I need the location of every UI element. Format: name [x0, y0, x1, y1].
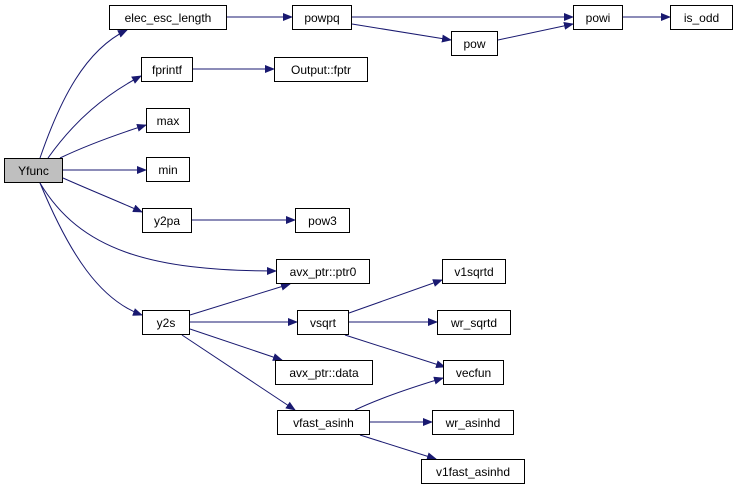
edge-y2s-to-avx-ptr-ptr0 [189, 282, 291, 316]
node-fprintf[interactable]: fprintf [141, 57, 193, 82]
edge-pow-to-powi [497, 21, 574, 41]
node-is-odd[interactable]: is_odd [670, 5, 733, 30]
edge-powpq-to-pow [351, 23, 452, 43]
node-wr-sqrtd[interactable]: wr_sqrtd [437, 310, 511, 335]
edge-y2s-to-vfast-asinh [181, 334, 296, 411]
edge-y2s-to-avx-ptr-data [189, 328, 283, 361]
edge-yfunc-to-avx-ptr-ptr0 [39, 182, 277, 275]
edge-vfast-asinh-to-v1fast-asinhd [359, 434, 437, 461]
edge-vfast-asinh-to-vecfun [354, 376, 444, 411]
edge-vsqrt-to-vecfun [344, 334, 446, 369]
edge-yfunc-to-y2s [39, 182, 143, 316]
node-pow[interactable]: pow [451, 31, 498, 56]
node-v1fast-asinhd[interactable]: v1fast_asinhd [421, 459, 525, 484]
edge-yfunc-to-fprintf [47, 75, 142, 159]
node-vecfun[interactable]: vecfun [443, 360, 504, 385]
node-elec-esc-length[interactable]: elec_esc_length [109, 5, 227, 30]
node-y2s[interactable]: y2s [142, 310, 190, 335]
node-output-fptr[interactable]: Output::fptr [274, 57, 368, 82]
node-v1sqrtd[interactable]: v1sqrtd [442, 259, 506, 284]
edge-yfunc-to-elec-esc-length [39, 29, 128, 159]
node-pow3[interactable]: pow3 [295, 208, 350, 233]
node-wr-asinhd[interactable]: wr_asinhd [432, 410, 514, 435]
node-vfast-asinh[interactable]: vfast_asinh [277, 410, 370, 435]
node-avx-ptr-data[interactable]: avx_ptr::data [275, 360, 373, 385]
node-yfunc: Yfunc [4, 158, 63, 183]
node-min[interactable]: min [146, 157, 190, 182]
edge-yfunc-to-max [59, 123, 147, 159]
node-powi[interactable]: powi [573, 5, 623, 30]
node-y2pa[interactable]: y2pa [142, 208, 192, 233]
node-vsqrt[interactable]: vsqrt [297, 310, 349, 335]
node-max[interactable]: max [146, 108, 190, 133]
edge-yfunc-to-y2pa [62, 177, 143, 213]
node-powpq[interactable]: powpq [292, 5, 352, 30]
edge-vsqrt-to-v1sqrtd [348, 279, 443, 314]
node-avx-ptr-ptr0[interactable]: avx_ptr::ptr0 [276, 259, 370, 284]
